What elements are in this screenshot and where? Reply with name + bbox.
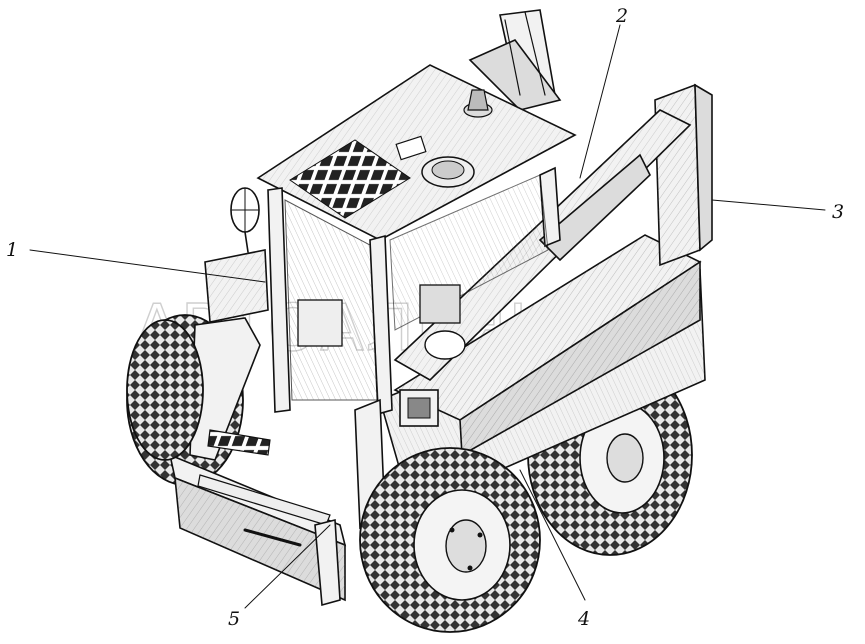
engine-hood bbox=[393, 234, 702, 457]
callout-number-5: 5 bbox=[228, 608, 240, 630]
front-right-wheel bbox=[359, 447, 541, 633]
callout-number-4: 4 bbox=[577, 608, 590, 630]
cab-roof bbox=[256, 64, 577, 241]
front-loader-frame bbox=[168, 317, 386, 607]
callout-number-1: 1 bbox=[6, 239, 18, 261]
cab-frame bbox=[267, 166, 561, 416]
callout-number-2: 2 bbox=[615, 5, 628, 27]
left-light-box bbox=[204, 187, 269, 323]
callout-leaders bbox=[29, 24, 826, 609]
leader-3 bbox=[711, 199, 826, 211]
callout-number-3: 3 bbox=[832, 201, 844, 223]
leader-2 bbox=[579, 24, 621, 179]
leader-1 bbox=[29, 249, 266, 283]
leader-4 bbox=[519, 469, 586, 601]
front-left-wheel bbox=[126, 319, 204, 461]
leader-5 bbox=[244, 524, 331, 609]
rear-mast bbox=[468, 9, 562, 111]
